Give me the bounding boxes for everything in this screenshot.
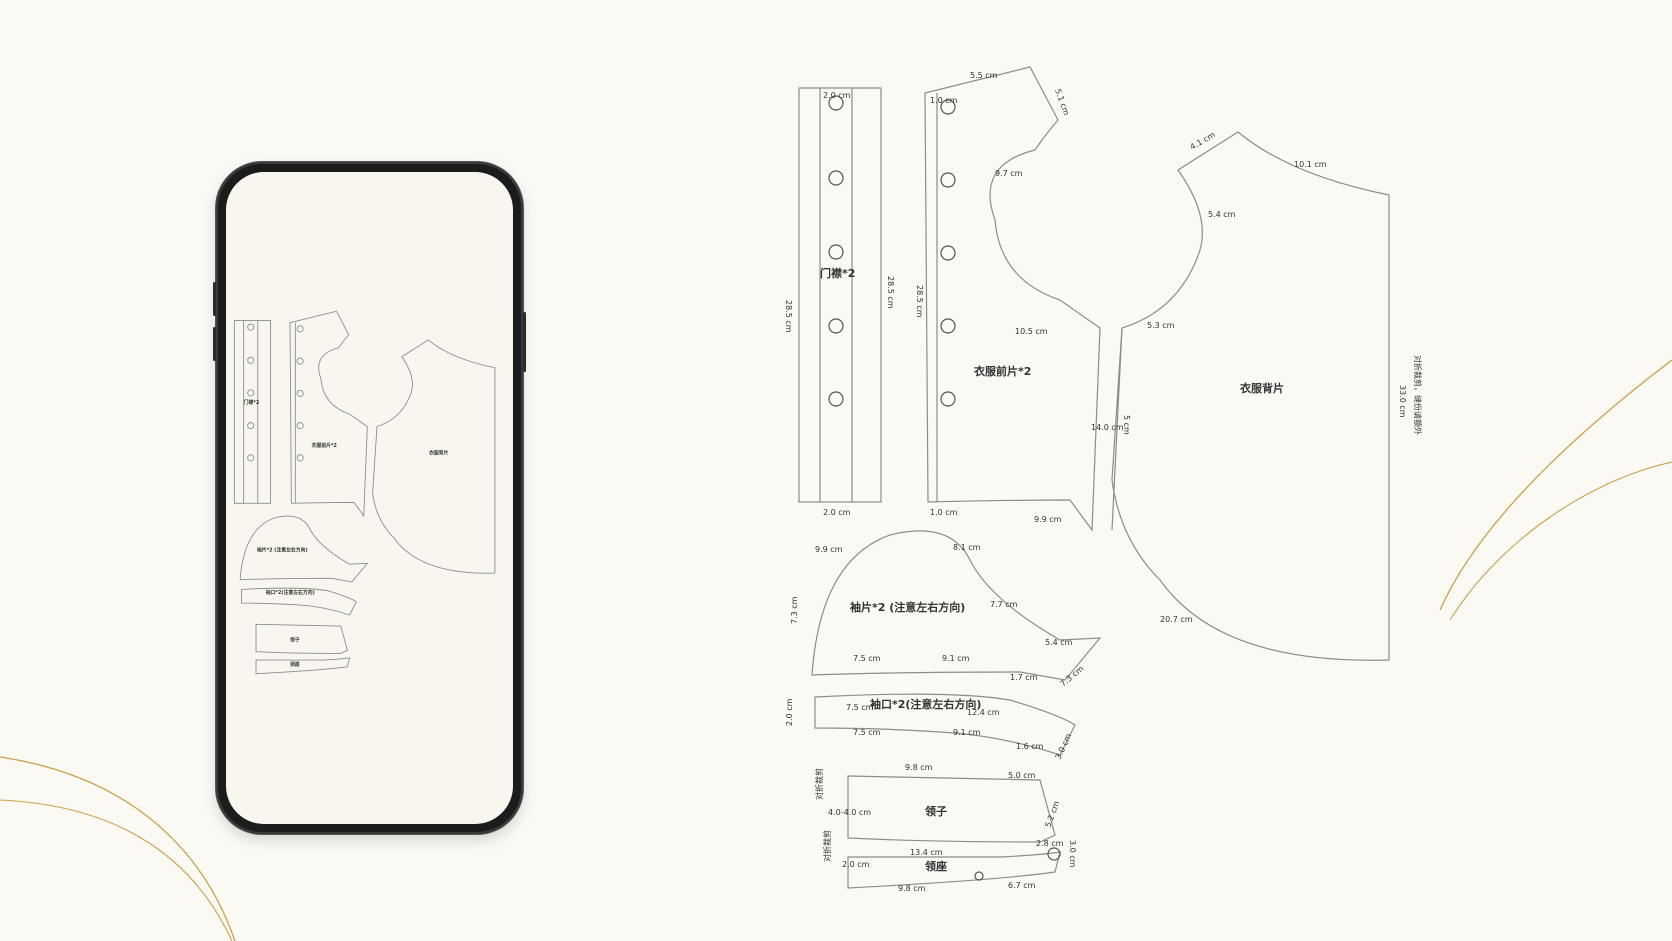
collar-side-note: 对折裁剪 <box>814 768 824 800</box>
front-shoulder-slope: 5.1 cm <box>1053 88 1071 117</box>
placket-top-width: 2.0 cm <box>823 91 851 100</box>
buttonhole <box>940 99 956 115</box>
placket-bottom-width: 2.0 cm <box>823 508 851 517</box>
collar-stand-outline <box>847 851 1061 889</box>
collar-top: 9.8 cm <box>905 763 933 772</box>
cuff-title: 袖口*2(注意左右方向) <box>870 697 981 711</box>
collar-outline <box>847 775 1056 843</box>
front-height: 28.5 cm <box>915 285 924 318</box>
buttonhole <box>828 170 844 186</box>
front-piece-outline <box>924 66 1101 532</box>
back-shoulder: 10.1 cm <box>1294 160 1327 169</box>
buttonhole <box>828 95 844 111</box>
buttonhole <box>828 318 844 334</box>
back-side-small: 5 cm <box>1122 415 1131 435</box>
phone-mockup: 门襟*2 衣服前片*2 衣服背片 袖片*2 (注意左右方向) 袖口*2(注意左右… <box>213 162 526 834</box>
front-edge-top: 1.0 cm <box>930 96 958 105</box>
buttonhole <box>940 172 956 188</box>
cuff-top-left: 7.5 cm <box>846 703 874 712</box>
sleeve-title: 袖片*2 (注意左右方向) <box>850 600 965 614</box>
sleeve-cap-left: 9.9 cm <box>815 545 843 554</box>
collar-corner: 2.8 cm <box>1036 839 1064 848</box>
cuff-outline <box>814 693 1076 756</box>
collar-left: 4.0-4.0 cm <box>828 808 871 817</box>
thumb-sleeve-title: 袖片*2 (注意左右方向) <box>256 546 308 553</box>
buttonhole <box>1047 847 1061 861</box>
buttonhole <box>974 871 984 881</box>
cuff-bottom-right: 1.6 cm <box>1016 742 1044 751</box>
thumb-back-title: 衣服背片 <box>429 450 449 457</box>
sleeve-bottom-left: 7.5 cm <box>853 654 881 663</box>
placket-title: 门襟*2 <box>820 266 855 280</box>
phone-power-button <box>523 312 526 372</box>
phone-screen: 门襟*2 衣服前片*2 衣服背片 袖片*2 (注意左右方向) 袖口*2(注意左右… <box>226 172 513 824</box>
buttonholes <box>828 95 1061 881</box>
placket-outline <box>798 87 882 503</box>
front-armhole: 9.7 cm <box>995 169 1023 178</box>
back-fold-note: 对折裁剪，缝份请额外 <box>1413 355 1423 435</box>
sleeve-bottom-right: 1.7 cm <box>1010 673 1038 682</box>
sleeve-side: 7.7 cm <box>990 600 1018 609</box>
front-hem: 9.9 cm <box>1034 515 1062 524</box>
buttonhole <box>828 244 844 260</box>
sleeve-outline <box>811 530 1102 681</box>
buttonhole <box>940 245 956 261</box>
cuff-bottom-mid: 9.1 cm <box>953 728 981 737</box>
collar-title: 领子 <box>924 804 947 818</box>
thumb-collar-title: 领子 <box>290 637 300 644</box>
buttonhole <box>940 318 956 334</box>
sleeve-bottom-mid: 9.1 cm <box>942 654 970 663</box>
sleeve-end: 7.3 cm <box>1059 664 1086 689</box>
sleeve-height: 7.3 cm <box>790 596 799 624</box>
front-dart-width: 10.5 cm <box>1015 327 1048 336</box>
placket-left-height: 28.5 cm <box>784 300 793 333</box>
sewing-pattern-thumbnail: 门襟*2 衣服前片*2 衣服背片 袖片*2 (注意左右方向) 袖口*2(注意左右… <box>233 310 496 675</box>
cuff-end: 3.0 cm <box>1054 732 1074 761</box>
thumb-cuff-title: 袖口*2(注意左右方向) <box>265 589 315 596</box>
phone-volume-down-button <box>213 327 216 361</box>
back-height: 33.0 cm <box>1398 385 1407 418</box>
sleeve-tip: 5.4 cm <box>1045 638 1073 647</box>
collar-stand-bottom: 9.8 cm <box>898 884 926 893</box>
thumb-front-title: 衣服前片*2 <box>312 442 337 449</box>
collar-stand-button-end: 3.0 cm <box>1068 840 1077 868</box>
sleeve-cap-right: 8.1 cm <box>953 543 981 552</box>
back-armhole: 5.4 cm <box>1208 210 1236 219</box>
cuff-bottom-left: 7.5 cm <box>853 728 881 737</box>
back-hem-curve: 20.7 cm <box>1160 615 1193 624</box>
front-bottom-edge: 1.0 cm <box>930 508 958 517</box>
thumb-collar-stand-title: 领座 <box>290 661 300 668</box>
front-shoulder: 5.5 cm <box>970 71 998 80</box>
collar-stand-right: 6.7 cm <box>1008 881 1036 890</box>
front-title: 衣服前片*2 <box>974 364 1031 378</box>
collar-right-top: 5.0 cm <box>1008 771 1036 780</box>
pattern-outlines <box>798 66 1390 889</box>
back-title: 衣服背片 <box>1240 381 1284 395</box>
collar-stand-left: 2.0 cm <box>842 860 870 869</box>
buttonhole <box>828 391 844 407</box>
collar-stand-side-note: 对折裁剪 <box>822 830 832 862</box>
back-piece-outline <box>1111 131 1390 661</box>
thumb-placket-title: 门襟*2 <box>244 399 260 406</box>
cuff-height: 2.0 cm <box>785 698 794 726</box>
back-armhole-bottom: 5.3 cm <box>1147 321 1175 330</box>
phone-volume-up-button <box>213 282 216 316</box>
collar-stand-title: 领座 <box>924 859 947 873</box>
cuff-top-right: 12.4 cm <box>967 708 1000 717</box>
collar-bottom: 13.4 cm <box>910 848 943 857</box>
placket-right-height: 28.5 cm <box>886 276 895 309</box>
back-side-length: 14.0 cm <box>1091 423 1124 432</box>
buttonhole <box>940 391 956 407</box>
